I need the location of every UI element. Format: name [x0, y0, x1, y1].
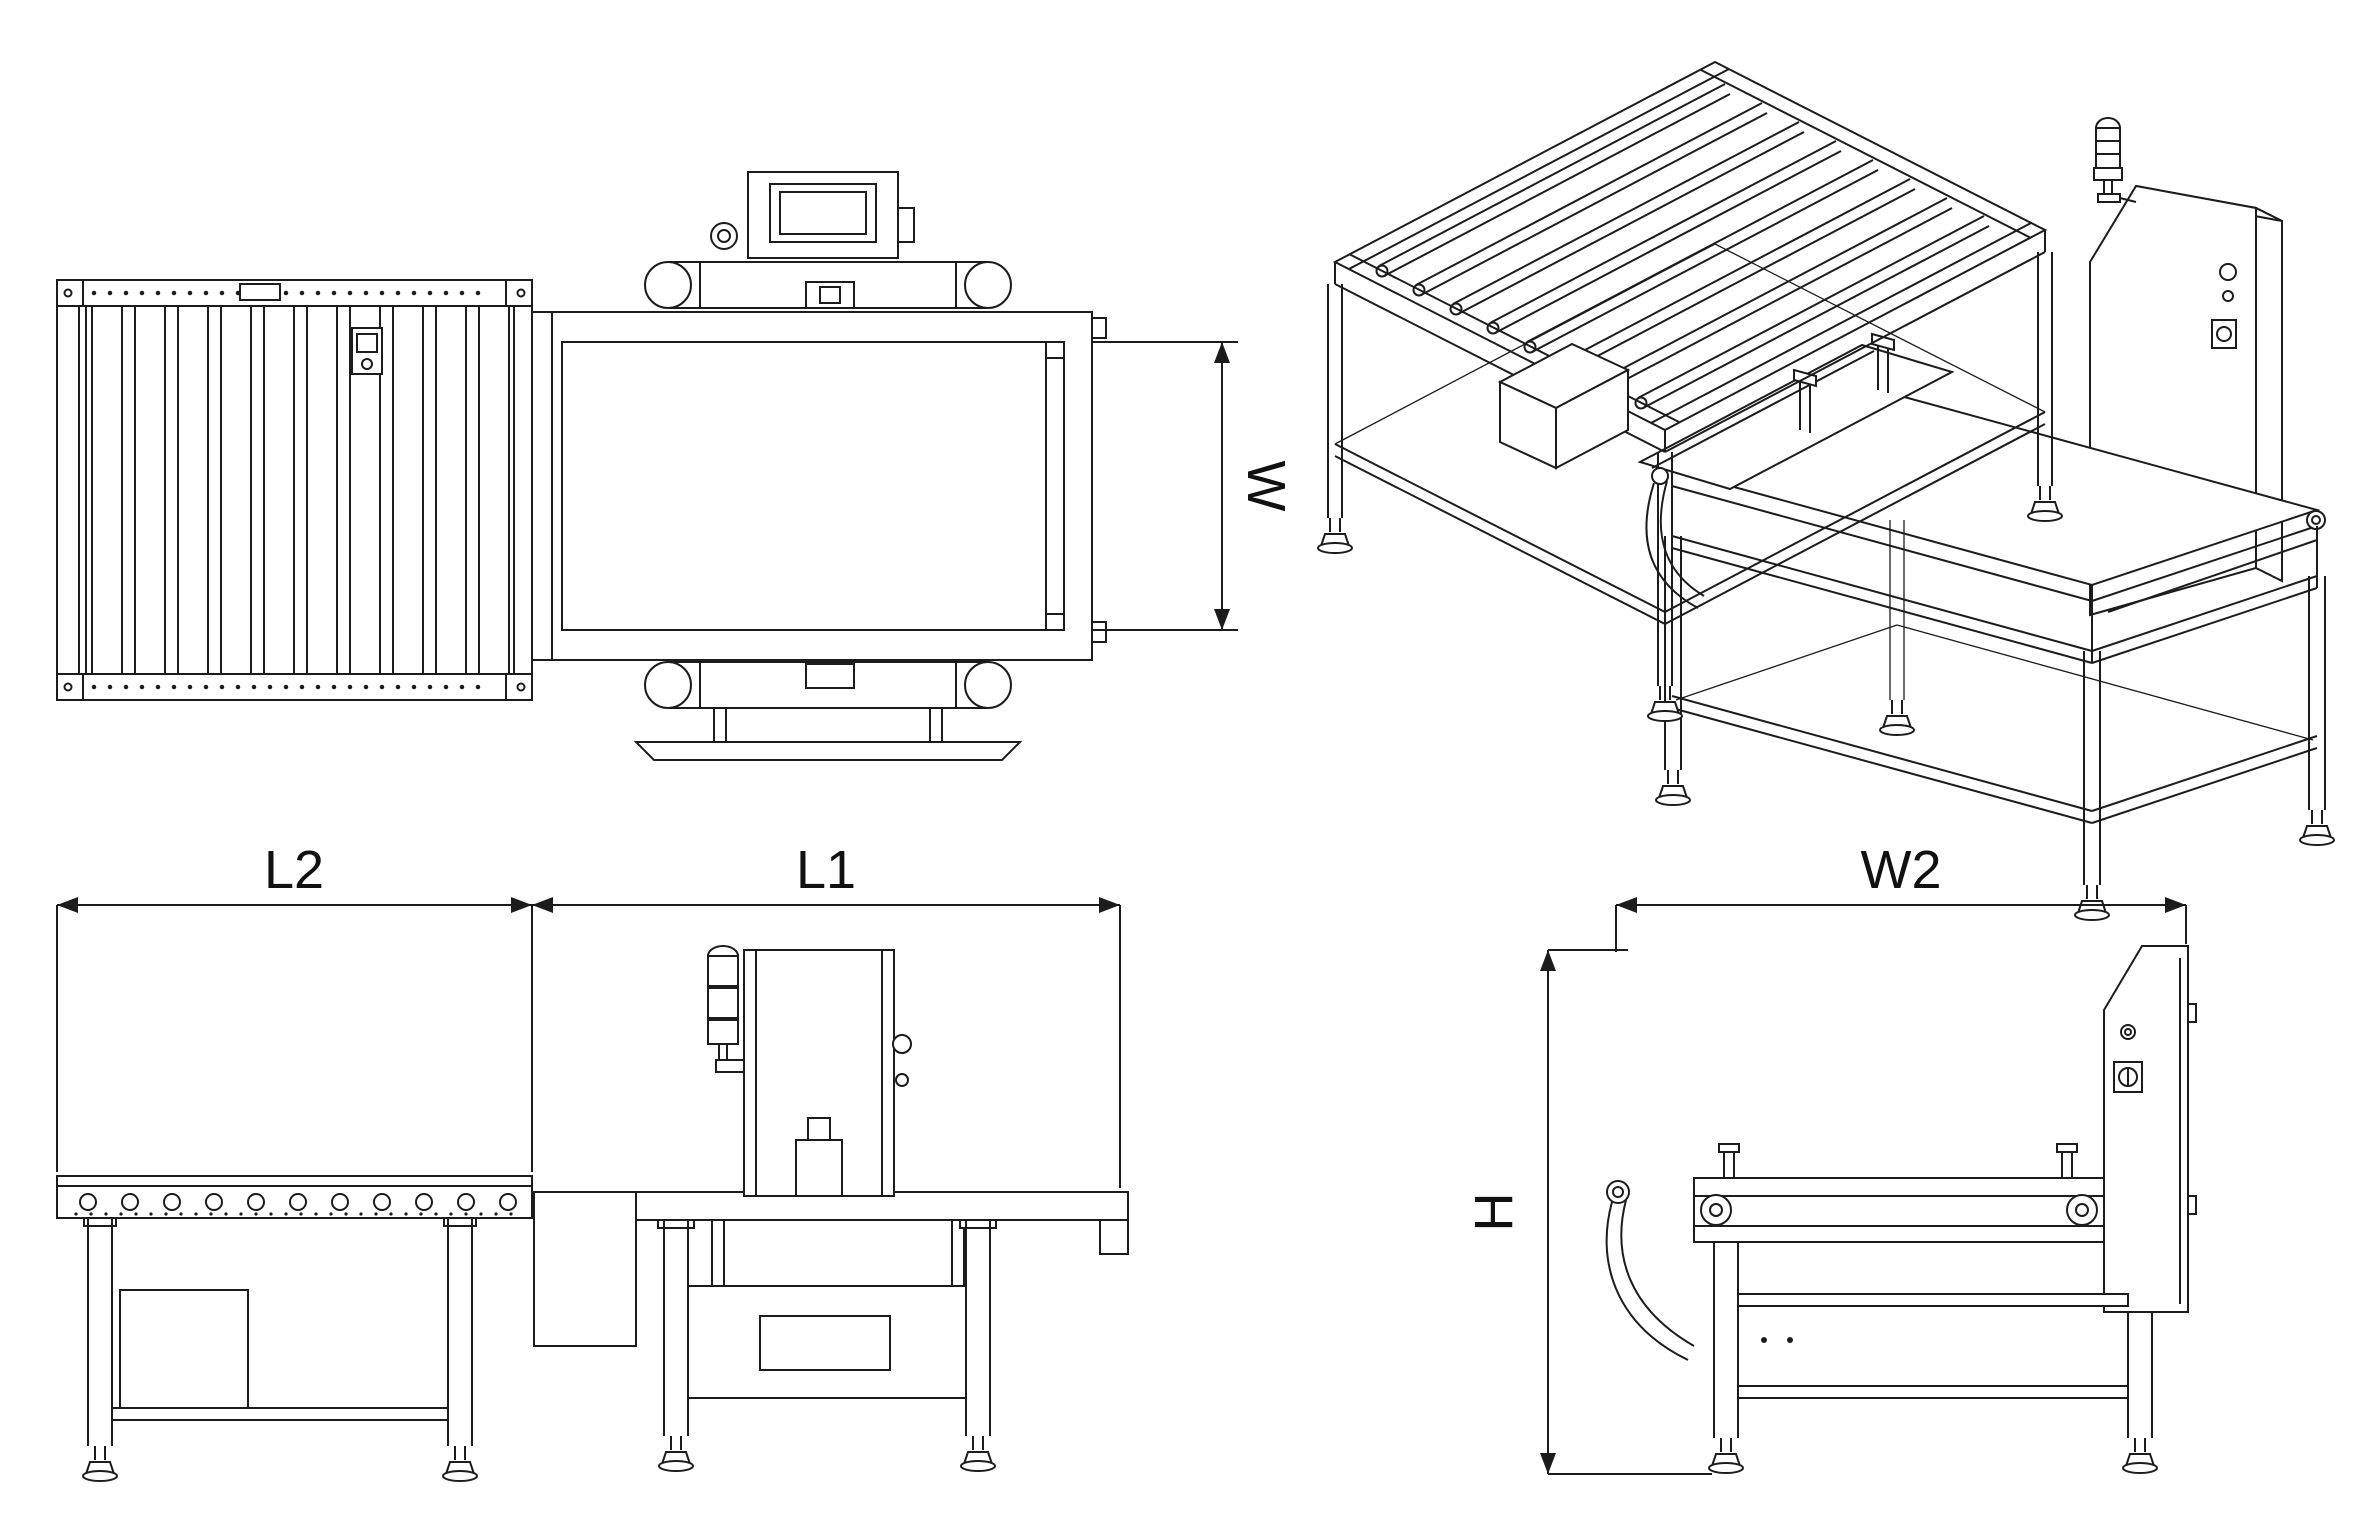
roller-table-top-view [56, 279, 533, 701]
emergency-stop-top [710, 222, 738, 250]
junction-panel [533, 1191, 637, 1347]
detector-tower [743, 949, 912, 1197]
signal-beacon-iso [2093, 117, 2137, 203]
nameplate [239, 283, 281, 301]
w-dimension: W [1092, 341, 1296, 631]
display-console-top [710, 171, 915, 259]
checkweigher-front [533, 945, 1129, 1472]
isometric-view [1317, 60, 2335, 921]
display-screen [769, 183, 877, 243]
dimension-label-l1: L1 [796, 840, 856, 900]
dimension-label-l2: L2 [264, 840, 324, 900]
dimension-label-w2: W2 [1861, 840, 1942, 900]
bed-side [1693, 1177, 2105, 1243]
belt-conveyor-iso [1655, 393, 2335, 921]
side-elevation-view: W2 H [1464, 840, 2197, 1475]
infeed-section-iso [1637, 332, 1955, 491]
roller-table-iso [1317, 60, 2063, 722]
dimension-label-h: H [1464, 1193, 1524, 1232]
console-knob [897, 207, 915, 243]
belt-roller-right [2066, 1194, 2098, 1226]
w2-dimension: W2 [1615, 840, 2187, 952]
rollers-iso [1375, 83, 1990, 410]
plan-view: W [56, 171, 1296, 761]
dimension-label-w: W [1236, 461, 1296, 512]
end-roller [1045, 341, 1065, 631]
sensor-box [351, 327, 383, 375]
under-table-box-iso [1497, 342, 1631, 470]
machine-side [1605, 945, 2197, 1474]
control-cabinet-side [2103, 945, 2197, 1313]
electrical-box [119, 1289, 249, 1409]
l-dimensions: L2 L1 [56, 840, 1121, 1188]
belt-roller-left [1700, 1194, 1732, 1226]
front-elevation-view: L2 L1 [56, 840, 1129, 1482]
adjust-knob [892, 1034, 912, 1054]
handle-iso [1645, 467, 1705, 609]
indicator-light [2120, 1024, 2136, 1040]
roller-table-front [56, 1175, 533, 1482]
handle-side [1605, 1180, 1695, 1361]
weigh-bridge-bottom [633, 661, 1023, 761]
stand-frame [687, 1285, 967, 1399]
weigh-bridge-top [644, 261, 1012, 309]
signal-lamp-front [707, 945, 745, 1073]
roller-slats [91, 305, 510, 675]
base-plate [633, 741, 1023, 761]
checkweigher-top-view [531, 311, 1107, 661]
h-dimension: H [1464, 949, 1712, 1475]
